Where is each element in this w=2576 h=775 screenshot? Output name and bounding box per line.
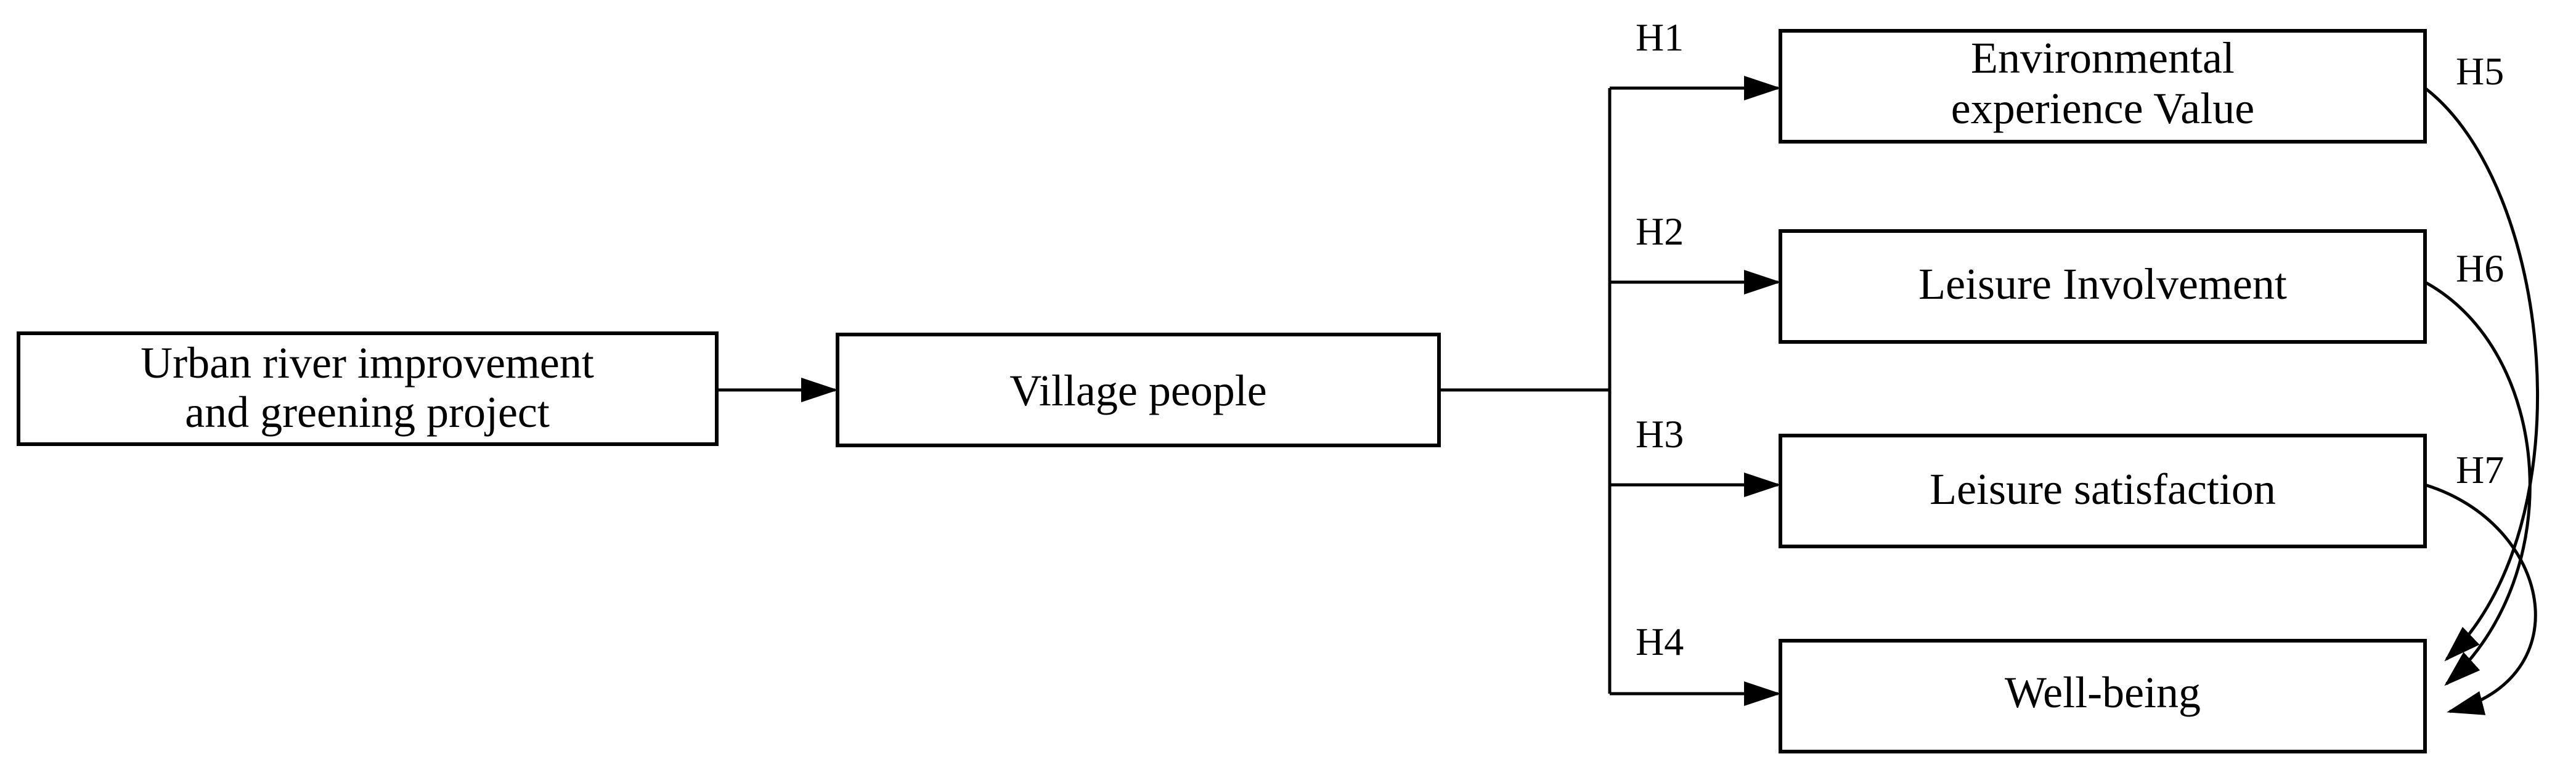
hypothesis-label-h7: H7: [2456, 448, 2504, 492]
node-leisure-satisfaction-box: [1779, 434, 2427, 548]
node-well-being: Well-being: [1779, 639, 2427, 753]
node-environmental-experience-value: Environmental experience Value: [1779, 29, 2427, 144]
node-leisure-satisfaction-label: Leisure satisfaction: [1930, 465, 2276, 514]
node-well-being-box: [1779, 639, 2427, 753]
hypothesis-labels: H1 H2 H3 H4 H5 H6 H7: [1636, 15, 2504, 663]
node-urban-project: Urban river improvement and greening pro…: [17, 331, 719, 446]
node-env-value-line2: experience Value: [1951, 84, 2254, 133]
hypothesis-label-h2: H2: [1636, 209, 1684, 253]
node-village-people-label: Village people: [1009, 366, 1267, 415]
node-leisure-involvement-box: [1779, 229, 2427, 344]
node-village-people: Village people: [836, 333, 1441, 447]
hypothesis-label-h5: H5: [2456, 49, 2504, 93]
hypothesis-label-h3: H3: [1636, 412, 1684, 456]
node-village-people-box: [836, 333, 1441, 447]
node-well-being-label: Well-being: [2005, 668, 2201, 717]
node-urban-project-box: [17, 331, 719, 446]
node-leisure-satisfaction: Leisure satisfaction: [1779, 434, 2427, 548]
hypothesis-label-h6: H6: [2456, 246, 2504, 290]
node-urban-project-line1: Urban river improvement: [141, 338, 594, 388]
edges: [717, 76, 2540, 715]
node-env-value-box: [1779, 29, 2427, 144]
node-urban-project-line2: and greening project: [185, 388, 550, 437]
node-env-value-line1: Environmental: [1971, 33, 2235, 83]
edge-h5: [2424, 87, 2540, 662]
node-leisure-involvement-label: Leisure Involvement: [1918, 259, 2287, 309]
hypothesis-label-h1: H1: [1636, 15, 1684, 59]
edge-h6: [2424, 280, 2532, 686]
hypothesis-label-h4: H4: [1636, 620, 1684, 663]
node-leisure-involvement: Leisure Involvement: [1779, 229, 2427, 344]
edge-h7: [2424, 483, 2537, 715]
